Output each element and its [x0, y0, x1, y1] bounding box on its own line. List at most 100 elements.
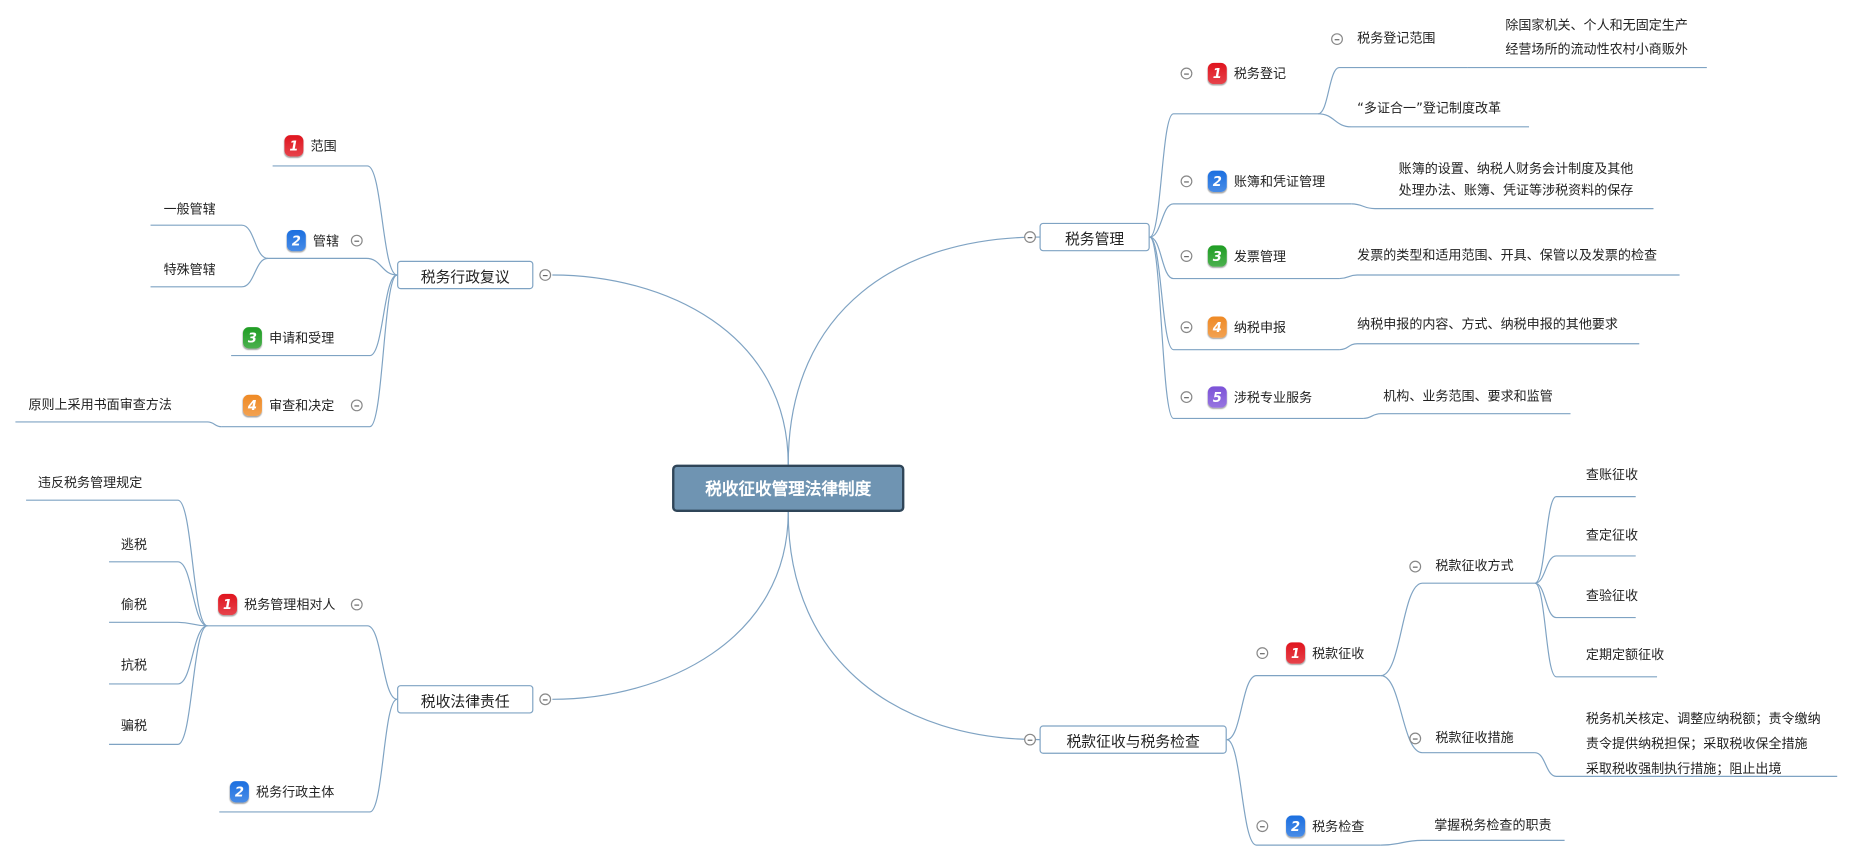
- collapse-icon[interactable]: [350, 598, 363, 611]
- collapse-icon[interactable]: [1409, 732, 1422, 745]
- topic-label: 申请和受理: [269, 330, 335, 347]
- connector: [231, 274, 398, 357]
- subtopic-registration-reform[interactable]: “多证合一”登记制度改革: [1357, 100, 1502, 117]
- priority-3-icon: 3: [242, 327, 262, 349]
- collapse-icon[interactable]: [539, 269, 552, 281]
- connector: [109, 561, 208, 627]
- invoice-detail[interactable]: 发票的类型和适用范围、开具、保管以及发票的检查: [1357, 247, 1657, 266]
- decision-detail[interactable]: 原则上采用书面审查方法: [28, 397, 172, 413]
- collapse-icon[interactable]: [1256, 647, 1269, 660]
- connector: [1226, 675, 1381, 741]
- detail-line: 采取税收强制执行措施；阻止出境: [1585, 760, 1782, 776]
- detail-line: 发票的类型和适用范围、开具、保管以及发票的检查: [1357, 247, 1658, 264]
- subtopic-books[interactable]: 2 账簿和凭证管理: [1207, 170, 1326, 193]
- main-topic-collection-inspection[interactable]: 税款征收与税务检查: [1039, 725, 1227, 754]
- collapse-icon[interactable]: [1409, 560, 1422, 573]
- collapse-icon[interactable]: [1331, 33, 1343, 46]
- collapse-icon[interactable]: [1180, 175, 1193, 188]
- center-link: [552, 274, 789, 465]
- filing-detail[interactable]: 纳税申报的内容、方式、纳税申报的其他要求: [1357, 315, 1618, 334]
- topic-label: 审查和决定: [269, 398, 335, 414]
- liability-item[interactable]: 偷税: [120, 597, 147, 613]
- detail-line: 账簿的设置、纳税人财务会计制度及其他: [1398, 161, 1634, 177]
- collapse-icon[interactable]: [350, 234, 363, 247]
- collapse-icon[interactable]: [1024, 733, 1036, 746]
- collection-method-item[interactable]: 查定征收: [1585, 527, 1639, 543]
- topic-label: 账簿和凭证管理: [1233, 174, 1326, 190]
- center-link: [787, 236, 1040, 465]
- connector: [207, 625, 398, 700]
- connector: [1534, 752, 1838, 777]
- connector: [150, 257, 269, 288]
- liability-item[interactable]: 逃税: [120, 536, 147, 553]
- jurisdiction-item[interactable]: 特殊管辖: [163, 261, 216, 278]
- main-topic-administrative-review[interactable]: 税务行政复议: [397, 260, 534, 290]
- connector: [1318, 113, 1530, 128]
- books-detail[interactable]: 账簿的设置、纳税人财务会计制度及其他处理办法、账簿、凭证等涉税资料的保存: [1399, 159, 1634, 202]
- connector: [15, 421, 222, 428]
- liability-item[interactable]: 违反税务管理规定: [37, 475, 143, 491]
- detail-line: 税务机关核定、调整应纳税额；责令缴纳: [1585, 710, 1821, 726]
- subtopic-apply[interactable]: 3 申请和受理: [242, 327, 335, 349]
- main-topic-legal-liability[interactable]: 税收法律责任: [397, 685, 534, 714]
- collapse-icon[interactable]: [1024, 231, 1036, 243]
- collapse-icon[interactable]: [1180, 391, 1193, 404]
- collapse-icon[interactable]: [1180, 321, 1193, 334]
- connector: [1149, 113, 1319, 238]
- liability-item[interactable]: 骗税: [120, 718, 147, 734]
- subtopic-registration-scope[interactable]: 税务登记范围: [1357, 30, 1436, 47]
- connector: [1534, 496, 1636, 584]
- service-detail[interactable]: 机构、业务范围、要求和监管: [1383, 388, 1552, 407]
- connector: [1149, 203, 1352, 238]
- priority-2-icon: 2: [1207, 170, 1227, 193]
- detail-line: 除国家机关、个人和无固定生产: [1505, 17, 1688, 34]
- center-link: [787, 512, 1040, 741]
- main-topic-tax-administration[interactable]: 税务管理: [1039, 222, 1150, 252]
- registration-scope-detail[interactable]: 除国家机关、个人和无固定生产经营场所的流动性农村小商贩外: [1505, 14, 1688, 61]
- center-link: [552, 512, 789, 700]
- connector: [109, 621, 208, 627]
- connector: [1339, 274, 1680, 280]
- collection-method-item[interactable]: 查账征收: [1585, 467, 1639, 483]
- detail-line: 处理办法、账簿、凭证等涉税资料的保存: [1398, 182, 1634, 198]
- subtopic-collection-methods[interactable]: 税款征收方式: [1435, 558, 1514, 574]
- collapse-icon[interactable]: [1256, 820, 1269, 833]
- topic-label: 涉税专业服务: [1233, 389, 1313, 406]
- connector: [272, 165, 398, 276]
- inspection-detail[interactable]: 掌握税务检查的职责: [1434, 817, 1552, 834]
- detail-line: 纳税申报的内容、方式、纳税申报的其他要求: [1357, 316, 1618, 332]
- subtopic-collection-measures[interactable]: 税款征收措施: [1435, 730, 1514, 746]
- subtopic-service[interactable]: 5 涉税专业服务: [1207, 386, 1313, 408]
- collapse-icon[interactable]: [1180, 250, 1193, 262]
- connector: [1380, 582, 1535, 677]
- collapse-icon[interactable]: [539, 693, 552, 706]
- subtopic-filing[interactable]: 4 纳税申报: [1207, 316, 1287, 338]
- collapse-icon[interactable]: [350, 399, 363, 412]
- collection-method-item[interactable]: 定期定额征收: [1585, 647, 1665, 663]
- collection-measures-detail[interactable]: 税务机关核定、调整应纳税额；责令缴纳责令提供纳税担保；采取税收保全措施采取税收强…: [1586, 706, 1821, 781]
- priority-4-icon: 4: [1207, 316, 1227, 338]
- collapse-icon[interactable]: [1180, 67, 1193, 80]
- connector: [1339, 343, 1640, 351]
- collection-method-item[interactable]: 查验征收: [1585, 587, 1639, 604]
- connector: [1534, 582, 1636, 619]
- liability-item[interactable]: 抗税: [120, 657, 147, 674]
- priority-5-icon: 5: [1207, 386, 1227, 408]
- jurisdiction-item[interactable]: 一般管辖: [163, 201, 216, 217]
- connector: [1149, 236, 1364, 420]
- priority-1-icon: 1: [1286, 642, 1306, 664]
- topic-label: 纳税申报: [1233, 320, 1287, 336]
- connector: [1380, 839, 1565, 846]
- central-topic[interactable]: 税收征收管理法律制度: [672, 464, 905, 513]
- connector: [221, 274, 398, 428]
